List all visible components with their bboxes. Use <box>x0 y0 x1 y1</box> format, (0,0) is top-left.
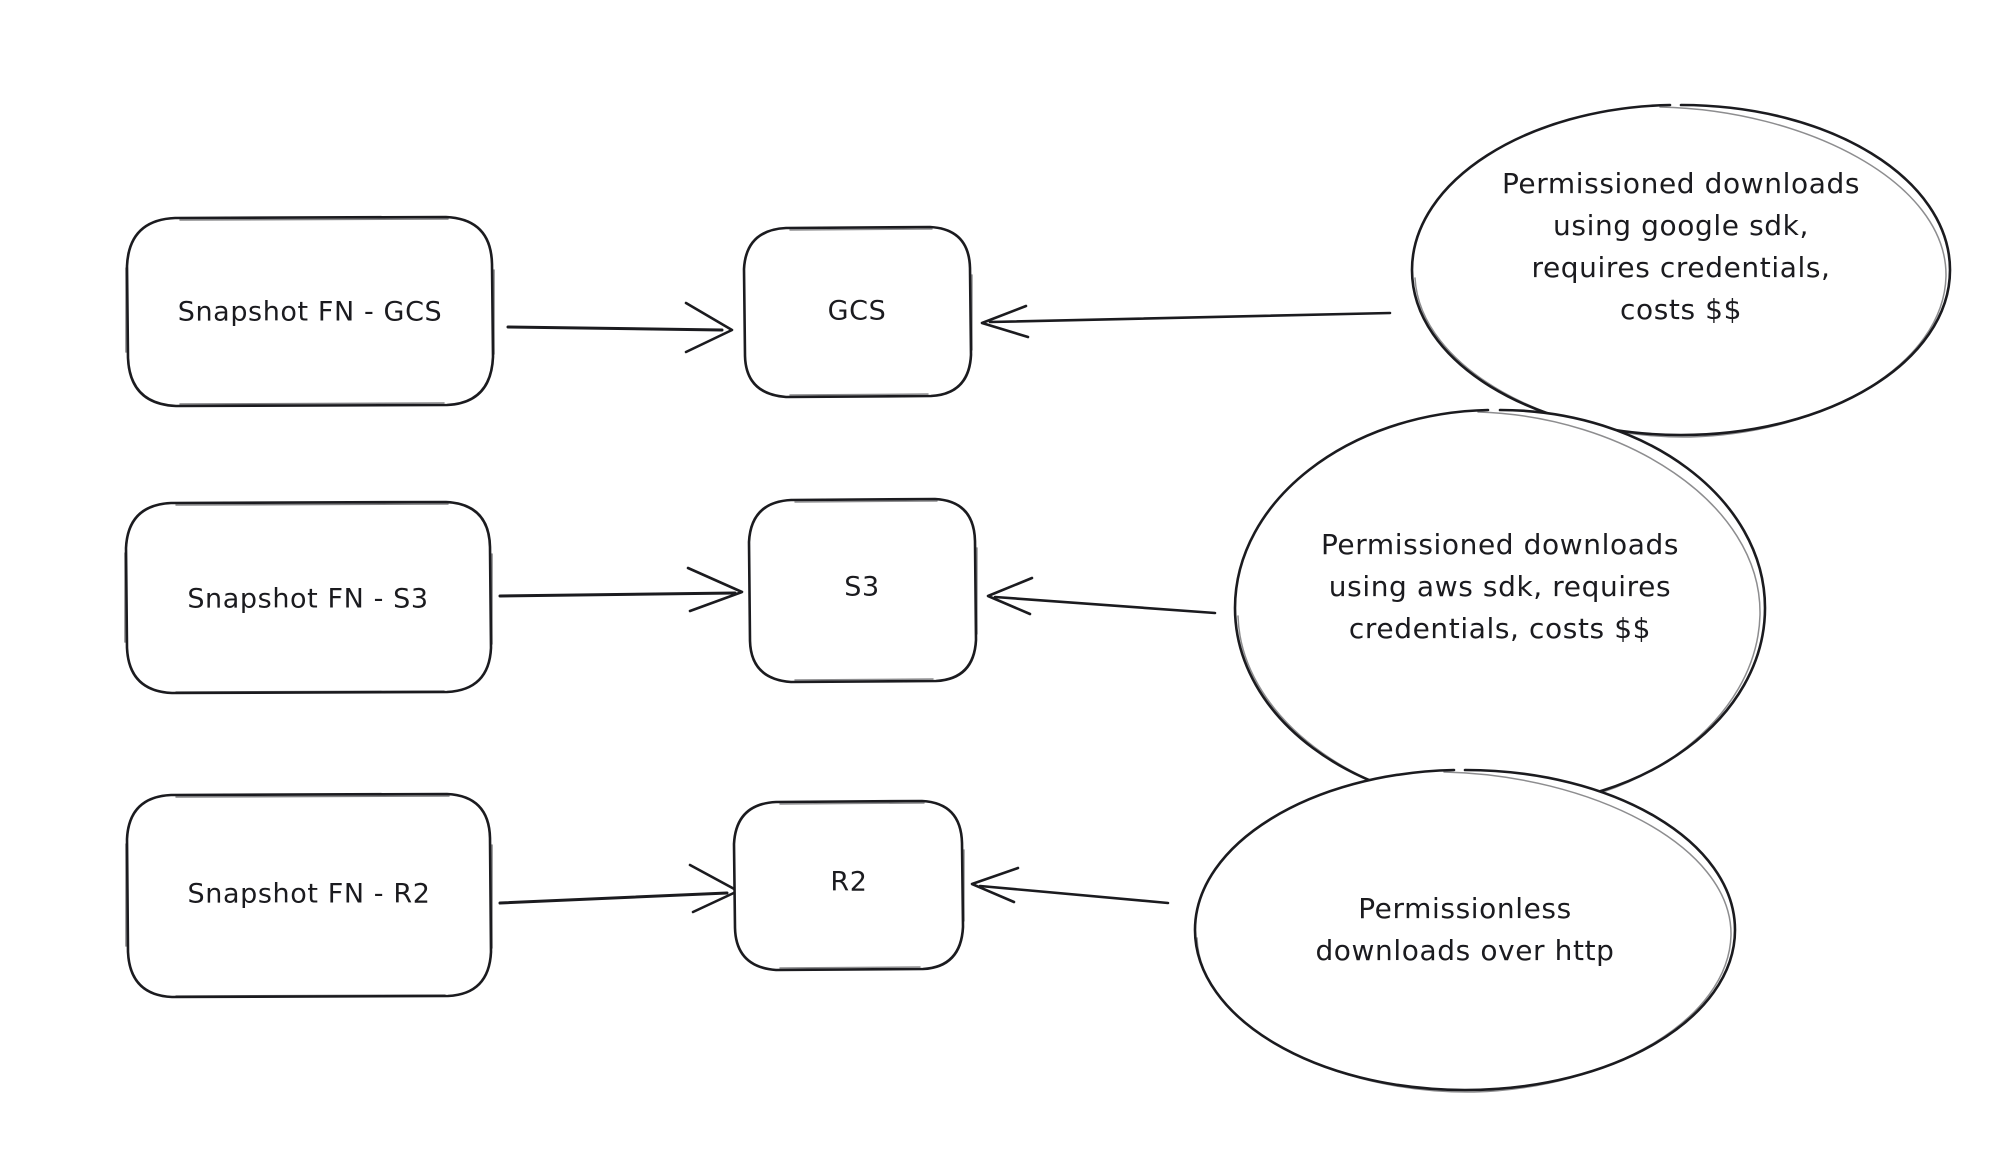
node-gcs-fill <box>745 228 970 395</box>
node-s3-sketch <box>794 500 978 681</box>
note-s3-fill <box>1235 410 1765 806</box>
arrow-head <box>686 566 744 613</box>
note-s3-line-2: using aws sdk, requires <box>1329 570 1671 603</box>
node-snapshot-fn-r2-label: Snapshot FN - R2 <box>188 879 431 910</box>
arrow-head <box>980 304 1030 339</box>
row-s3: Snapshot FN - S3 S3 Permissioned d <box>124 408 1767 810</box>
node-r2-sketch <box>779 802 965 969</box>
arrow-head <box>970 866 1020 904</box>
note-r2-fill <box>1195 770 1735 1090</box>
arrow-shaft <box>978 884 1170 905</box>
note-s3-line-1: Permissioned downloads <box>1321 528 1679 561</box>
node-snapshot-fn-gcs-fill <box>128 218 492 405</box>
arrow-shaft <box>498 891 729 905</box>
arrow-shaft <box>988 311 1392 324</box>
arrow-snapshot-fn-r2-to-r2 <box>498 863 740 914</box>
node-snapshot-fn-r2-fill <box>128 795 490 995</box>
arrow-shaft <box>506 325 724 332</box>
node-r2-label: R2 <box>830 867 867 898</box>
node-snapshot-fn-r2-outline <box>125 792 493 999</box>
node-gcs-sketch <box>789 228 973 396</box>
arrow-head <box>684 301 734 354</box>
note-r2-sketch <box>1196 771 1732 1093</box>
node-r2-outline <box>732 799 965 972</box>
row-gcs: Snapshot FN - GCS GCS <box>125 103 1952 438</box>
node-snapshot-fn-gcs-label: Snapshot FN - GCS <box>178 297 443 328</box>
note-r2[interactable]: Permissionless downloads over http <box>1193 768 1737 1093</box>
node-s3[interactable]: S3 <box>747 497 978 684</box>
node-s3-outline <box>747 497 978 684</box>
note-gcs-line-3: requires credentials, <box>1531 251 1830 284</box>
node-r2-fill <box>735 802 962 968</box>
arrow-note-r2-to-r2 <box>970 866 1170 905</box>
node-snapshot-fn-s3-sketch <box>124 503 493 693</box>
arrow-shaft <box>993 595 1217 615</box>
note-gcs-outline <box>1410 103 1952 437</box>
arrow-head <box>688 863 740 914</box>
node-snapshot-fn-gcs-outline <box>125 215 495 408</box>
arrow-note-gcs-to-gcs <box>980 304 1392 339</box>
note-gcs[interactable]: Permissioned downloads using google sdk,… <box>1410 103 1952 438</box>
node-snapshot-fn-s3-outline <box>124 500 493 695</box>
node-snapshot-fn-gcs[interactable]: Snapshot FN - GCS <box>125 215 495 408</box>
note-r2-line-2: downloads over http <box>1315 934 1614 967</box>
arrow-head <box>986 576 1034 616</box>
note-s3-line-3: credentials, costs $$ <box>1349 612 1651 645</box>
node-gcs-outline <box>742 225 973 399</box>
note-s3[interactable]: Permissioned downloads using aws sdk, re… <box>1233 408 1767 810</box>
node-r2[interactable]: R2 <box>732 799 965 972</box>
note-r2-outline <box>1193 768 1737 1092</box>
node-snapshot-fn-gcs-sketch <box>125 218 495 405</box>
note-r2-line-1: Permissionless <box>1358 892 1572 925</box>
node-s3-label: S3 <box>844 572 880 603</box>
note-gcs-line-2: using google sdk, <box>1553 209 1809 242</box>
note-s3-sketch <box>1237 411 1761 810</box>
node-s3-fill <box>750 500 975 680</box>
arrow-snapshot-fn-gcs-to-gcs <box>506 301 734 354</box>
node-gcs-label: GCS <box>828 296 887 327</box>
node-snapshot-fn-r2[interactable]: Snapshot FN - R2 <box>125 792 493 999</box>
row-r2: Snapshot FN - R2 R2 Permissionless <box>125 768 1737 1093</box>
note-gcs-sketch <box>1414 106 1947 438</box>
node-snapshot-fn-s3-label: Snapshot FN - S3 <box>187 584 428 615</box>
note-gcs-line-4: costs $$ <box>1620 293 1742 326</box>
node-snapshot-fn-s3[interactable]: Snapshot FN - S3 <box>124 500 493 695</box>
arrow-note-s3-to-s3 <box>986 576 1217 616</box>
arrow-snapshot-fn-s3-to-s3 <box>498 566 744 613</box>
node-snapshot-fn-s3-fill <box>127 503 490 692</box>
note-gcs-fill <box>1412 105 1950 435</box>
node-gcs[interactable]: GCS <box>742 225 973 399</box>
note-gcs-line-1: Permissioned downloads <box>1502 167 1860 200</box>
arrow-shaft <box>498 591 737 598</box>
node-snapshot-fn-r2-sketch <box>125 795 493 997</box>
